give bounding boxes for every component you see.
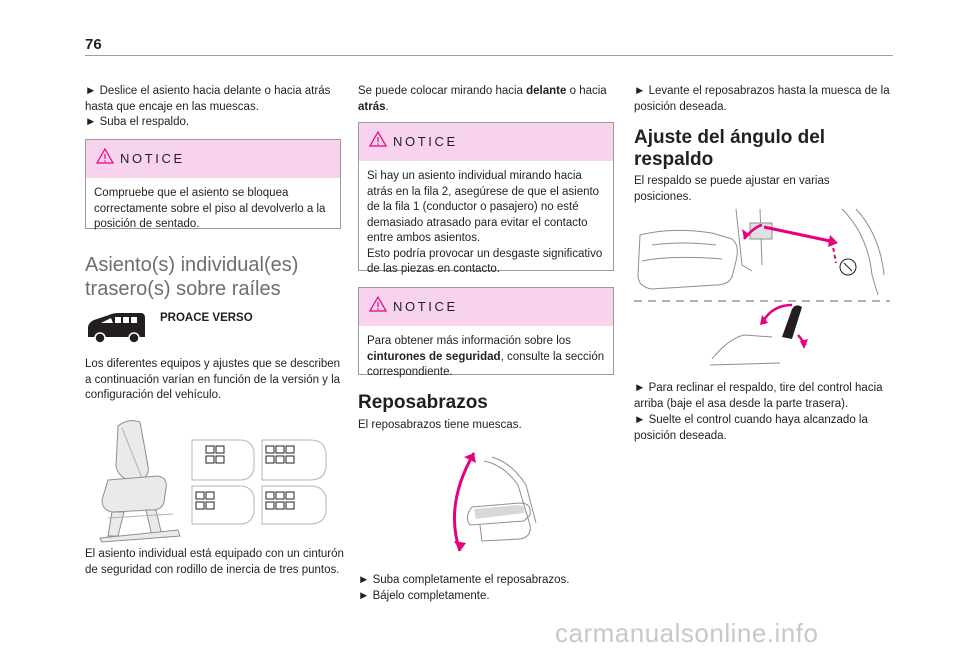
notice-text: , consulte la sección correspondiente.: [367, 350, 605, 379]
step-raise-armrest: ► Suba completamente el reposabrazos.: [358, 574, 570, 586]
step-release-control: ► Suelte el control cuando haya alcanzad…: [634, 414, 868, 442]
armrest-illustration: [452, 452, 537, 552]
step-recline-backrest: ► Para reclinar el respaldo, tire del co…: [634, 382, 883, 410]
top-divider: [85, 55, 893, 56]
notice-body: Para obtener más información sobre los c…: [359, 326, 613, 389]
seat-layout-illustration: [99, 420, 327, 543]
seat-belt-caption: El asiento individual está equipado con …: [85, 548, 344, 576]
notice-text: Para obtener más información sobre los: [367, 335, 571, 347]
intro-text: o hacia: [566, 85, 607, 97]
notice-paragraph: Esto podría provocar un desgaste signifi…: [367, 247, 603, 276]
backrest-angle-illustration: [634, 208, 890, 366]
warning-icon: [96, 148, 114, 164]
notice-header: NOTICE: [359, 123, 613, 161]
model-label: PROACE VERSO: [160, 312, 253, 324]
notice-header: NOTICE: [359, 288, 613, 326]
notice-body: Si hay un asiento individual mirando hac…: [359, 161, 613, 286]
section-heading-backrest-angle: Ajuste del ángulo del respaldo: [634, 127, 826, 170]
intro-text: Se puede colocar mirando hacia: [358, 85, 527, 97]
van-icon: [88, 313, 145, 344]
intro-versions: Los diferentes equipos y ajustes que se …: [85, 358, 341, 401]
intro-backward: atrás: [358, 100, 386, 113]
notice-title: NOTICE: [120, 151, 185, 166]
notice-box-3: NOTICE Para obtener más información sobr…: [358, 287, 614, 378]
notice-paragraph: Si hay un asiento individual mirando hac…: [367, 170, 600, 244]
backrest-intro: El respaldo se puede ajustar en varias p…: [634, 175, 830, 203]
notice-box-2: NOTICE Si hay un asiento individual mira…: [358, 122, 614, 275]
step-slide-seat: ► Deslice el asiento hacia delante o hac…: [85, 85, 331, 113]
orientation-intro: Se puede colocar mirando hacia delante o…: [358, 84, 620, 115]
step-lower-armrest: ► Bájelo completamente.: [358, 590, 490, 602]
step-raise-backrest: ► Suba el respaldo.: [85, 116, 190, 128]
notice-link-seatbelts: cinturones de seguridad: [367, 350, 501, 363]
notice-header: NOTICE: [86, 140, 340, 178]
notice-title: NOTICE: [393, 299, 458, 314]
intro-forward: delante: [526, 85, 567, 97]
notice-box-1: NOTICE Compruebe que el asiento se bloqu…: [85, 139, 341, 230]
notice-title: NOTICE: [393, 134, 458, 149]
section-heading-rear-seats: Asiento(s) individual(es) trasero(s) sob…: [85, 254, 299, 300]
armrest-notches: El reposabrazos tiene muescas.: [358, 419, 522, 431]
warning-icon: [369, 296, 387, 312]
step-lift-armrest-notch: ► Levante el reposabrazos hasta la muesc…: [634, 85, 890, 113]
intro-text: .: [385, 100, 389, 113]
warning-icon: [369, 131, 387, 147]
section-heading-armrest: Reposabrazos: [358, 392, 488, 413]
page-number: 76: [85, 36, 102, 53]
watermark: carmanualsonline.info: [555, 618, 819, 648]
notice-body: Compruebe que el asiento se bloquea corr…: [94, 187, 326, 230]
